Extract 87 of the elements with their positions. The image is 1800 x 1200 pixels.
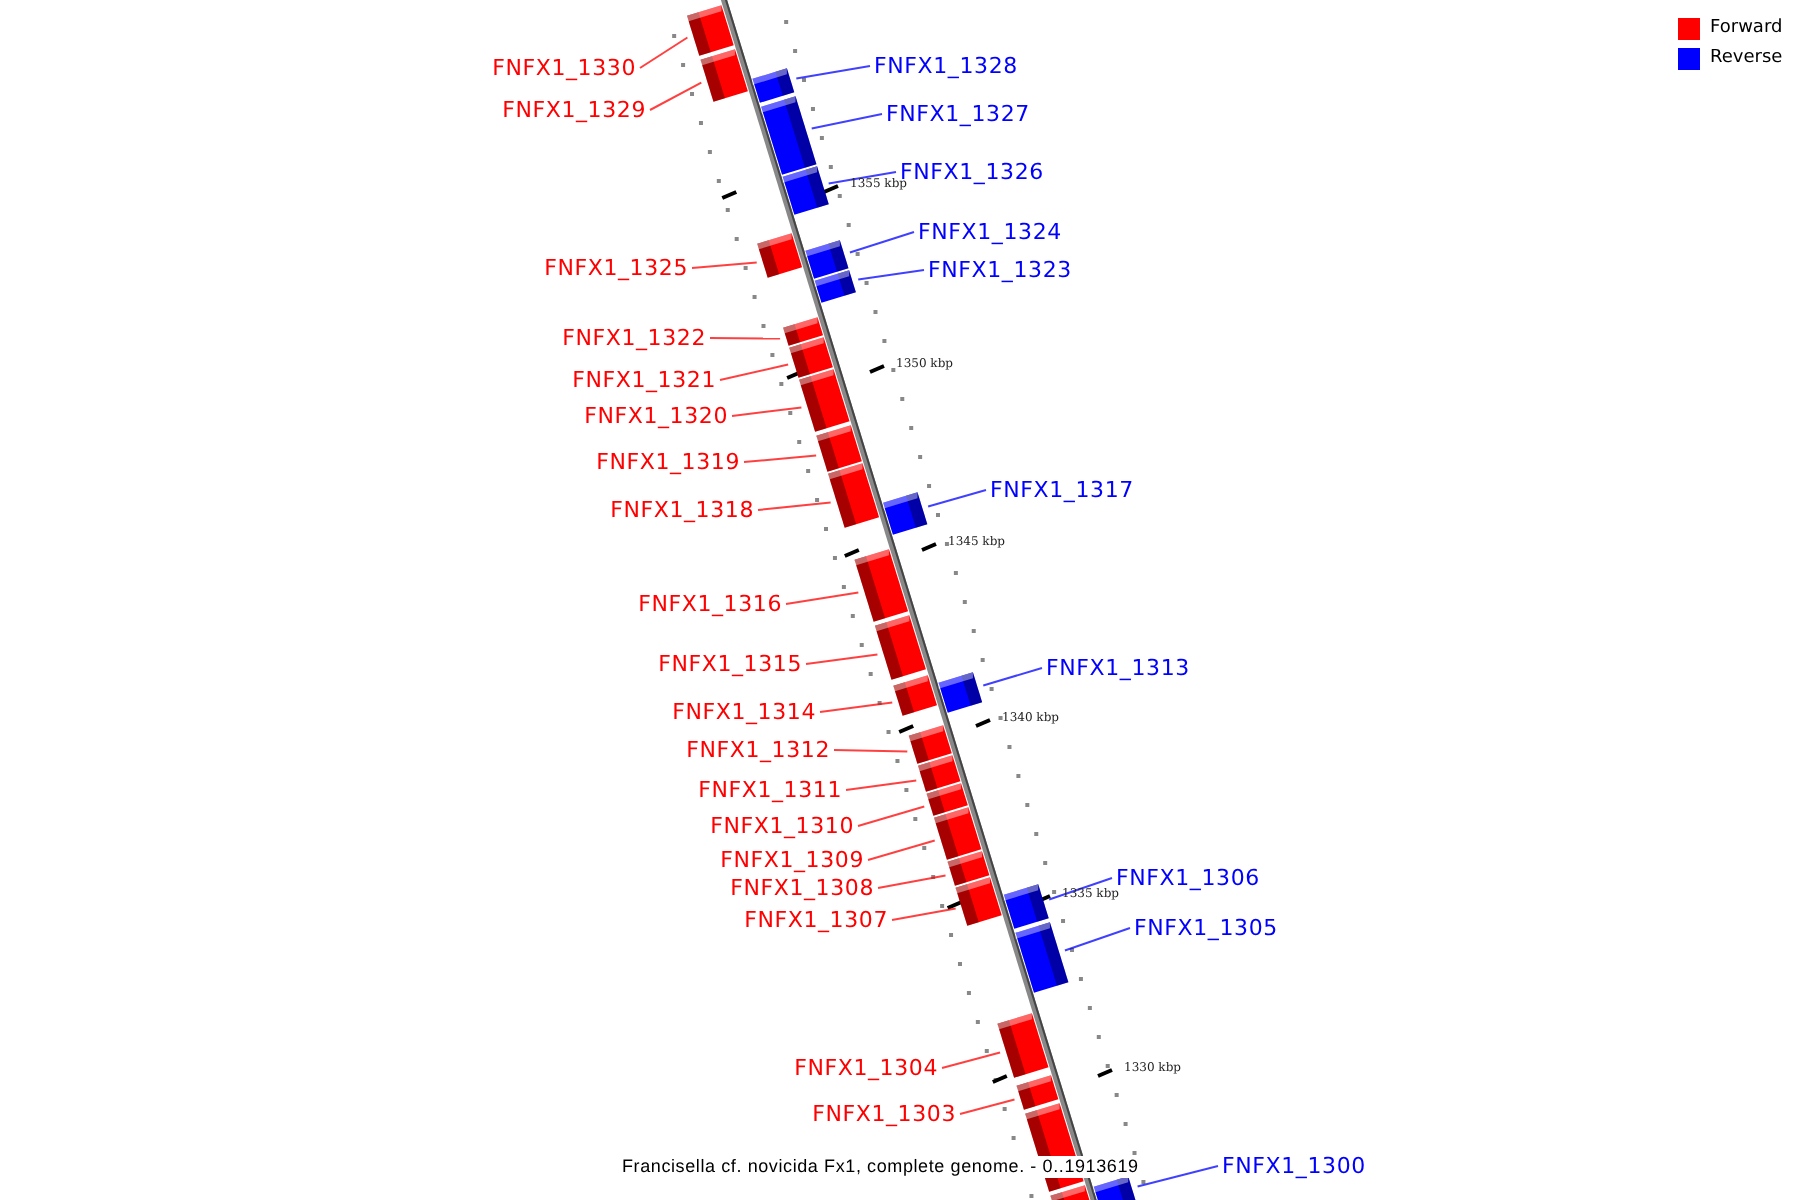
gene-block xyxy=(926,783,968,816)
gene-block xyxy=(908,725,952,764)
leader-line xyxy=(709,337,782,340)
gene-block xyxy=(874,615,926,680)
gene-block xyxy=(1003,884,1049,929)
gene-block xyxy=(816,425,862,472)
gene-block xyxy=(854,549,909,622)
leader-line xyxy=(639,36,689,69)
gene-label: FNFX1_1326 xyxy=(900,159,1044,185)
gene-block xyxy=(789,337,833,378)
gene-label: FNFX1_1322 xyxy=(562,325,706,351)
gene-label: FNFX1_1325 xyxy=(544,255,688,281)
leader-line xyxy=(848,231,915,254)
leader-line xyxy=(1048,877,1113,901)
leader-line xyxy=(891,907,957,921)
gene-label: FNFX1_1317 xyxy=(990,477,1134,503)
gene-label: FNFX1_1308 xyxy=(730,875,874,901)
gene-label: FNFX1_1304 xyxy=(794,1055,938,1081)
gene-block xyxy=(687,5,734,56)
leader-line xyxy=(857,805,926,827)
leader-line xyxy=(941,1051,1002,1069)
leader-line xyxy=(927,489,987,508)
gene-label: FNFX1_1315 xyxy=(658,651,802,677)
gene-block xyxy=(828,463,880,528)
leader-line xyxy=(649,81,703,111)
leader-line xyxy=(877,874,947,889)
gene-label: FNFX1_1300 xyxy=(1222,1153,1366,1179)
gene-label: FNFX1_1307 xyxy=(744,907,888,933)
leader-line xyxy=(845,779,918,791)
gene-block xyxy=(1093,1176,1136,1200)
gene-label: FNFX1_1323 xyxy=(928,257,1072,283)
gene-block xyxy=(955,877,1002,926)
gene-block xyxy=(947,851,990,886)
gene-block xyxy=(783,317,824,346)
gene-label: FNFX1_1329 xyxy=(502,97,646,123)
gene-block xyxy=(752,68,795,103)
gene-block xyxy=(934,807,982,860)
leader-line xyxy=(731,406,803,417)
leader-line xyxy=(1063,927,1131,952)
gene-label: FNFX1_1310 xyxy=(710,813,854,839)
gene-block xyxy=(1015,922,1069,993)
gene-block xyxy=(893,675,937,716)
gene-label: FNFX1_1313 xyxy=(1046,655,1190,681)
leader-line xyxy=(959,1098,1016,1115)
gene-label: FNFX1_1305 xyxy=(1134,915,1278,941)
gene-block xyxy=(814,270,856,303)
gene-block xyxy=(1016,1075,1059,1110)
gene-label: FNFX1_1306 xyxy=(1116,865,1260,891)
leader-line xyxy=(857,269,925,281)
leader-line xyxy=(982,667,1043,687)
gene-label: FNFX1_1309 xyxy=(720,847,864,873)
gene-label: FNFX1_1312 xyxy=(686,737,830,763)
leader-line xyxy=(819,701,894,713)
legend-label: Reverse xyxy=(1710,48,1783,70)
gene-block xyxy=(782,166,829,215)
gene-label: FNFX1_1316 xyxy=(638,591,782,617)
gene-label: FNFX1_1320 xyxy=(584,403,728,429)
gene-label: FNFX1_1319 xyxy=(596,449,740,475)
leader-line xyxy=(810,113,883,130)
gene-label: FNFX1_1328 xyxy=(874,53,1018,79)
legend-label: Forward xyxy=(1710,18,1783,40)
gene-label: FNFX1_1314 xyxy=(672,699,816,725)
leader-line xyxy=(1136,1165,1219,1188)
gene-label: FNFX1_1311 xyxy=(698,777,842,803)
gene-block xyxy=(799,369,850,432)
gene-block xyxy=(938,672,983,713)
leader-line xyxy=(833,749,909,753)
gene-block xyxy=(805,240,849,279)
gene-label: FNFX1_1318 xyxy=(610,497,754,523)
leader-line xyxy=(867,839,936,861)
leader-line xyxy=(757,501,832,511)
gene-block xyxy=(918,755,961,792)
gene-label: FNFX1_1321 xyxy=(572,367,716,393)
leader-line xyxy=(691,261,758,269)
gene-label: FNFX1_1327 xyxy=(886,101,1030,127)
leader-line xyxy=(719,363,790,381)
gene-label: FNFX1_1324 xyxy=(918,219,1062,245)
gene-block xyxy=(757,233,803,278)
gene-label: FNFX1_1330 xyxy=(492,55,636,81)
leader-line xyxy=(795,65,871,80)
leader-line xyxy=(785,591,860,605)
gene-label: FNFX1_1303 xyxy=(812,1101,956,1127)
leader-line xyxy=(827,171,897,185)
gene-block xyxy=(883,492,928,535)
leader-line xyxy=(743,454,818,463)
leader-line xyxy=(805,653,879,665)
gene-block xyxy=(700,49,748,102)
